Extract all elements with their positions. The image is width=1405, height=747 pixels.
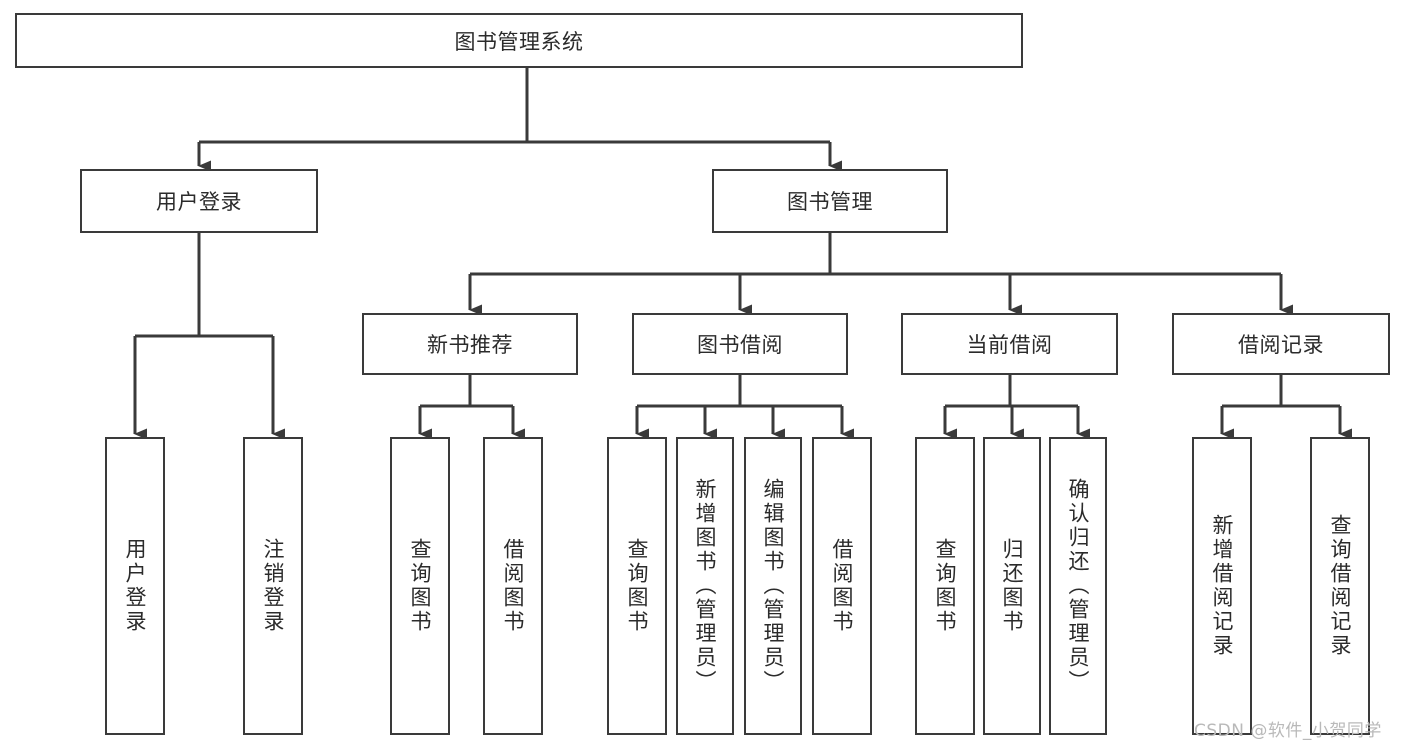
node-leaf-borrow-book-recommend[interactable]: 借阅图书 [483,437,543,735]
node-label: 确认归还（管理员） [1066,478,1091,694]
node-book-borrow[interactable]: 图书借阅 [632,313,848,375]
node-label: 用户登录 [156,190,242,214]
node-label: 注销登录 [261,538,286,634]
node-user-login[interactable]: 用户登录 [80,169,318,233]
node-label: 当前借阅 [966,333,1053,357]
node-label: 新书推荐 [427,333,513,357]
node-label: 借阅图书 [830,538,855,634]
node-label: 查询图书 [408,538,433,634]
node-label: 图书管理 [787,190,873,214]
node-leaf-add-borrow-record[interactable]: 新增借阅记录 [1192,437,1252,735]
node-label: 查询图书 [625,538,650,634]
node-label: 查询图书 [933,538,958,634]
node-leaf-query-book-recommend[interactable]: 查询图书 [390,437,450,735]
node-root-book-management-system[interactable]: 图书管理系统 [15,13,1023,68]
node-current-borrow[interactable]: 当前借阅 [901,313,1118,375]
node-label: 归还图书 [1000,538,1025,634]
node-label: 图书管理系统 [454,29,584,54]
csdn-watermark: CSDN @软件_小贺同学 [1194,721,1382,741]
node-label: 查询借阅记录 [1328,514,1353,658]
node-new-book-recommend[interactable]: 新书推荐 [362,313,578,375]
node-book-manage[interactable]: 图书管理 [712,169,948,233]
node-leaf-query-book-current[interactable]: 查询图书 [915,437,975,735]
node-leaf-query-book-borrow[interactable]: 查询图书 [607,437,667,735]
node-label: 借阅图书 [501,538,526,634]
node-leaf-user-login[interactable]: 用户登录 [105,437,165,735]
node-label: 编辑图书（管理员） [761,478,786,694]
node-borrow-record[interactable]: 借阅记录 [1172,313,1390,375]
node-leaf-logout-login[interactable]: 注销登录 [243,437,303,735]
node-leaf-return-book[interactable]: 归还图书 [983,437,1041,735]
node-label: 新增图书（管理员） [693,478,718,694]
node-leaf-edit-book-admin[interactable]: 编辑图书（管理员） [744,437,802,735]
node-leaf-confirm-return-admin[interactable]: 确认归还（管理员） [1049,437,1107,735]
node-label: 图书借阅 [697,333,783,357]
node-label: 用户登录 [123,538,148,634]
node-leaf-query-borrow-record[interactable]: 查询借阅记录 [1310,437,1370,735]
node-leaf-add-book-admin[interactable]: 新增图书（管理员） [676,437,734,735]
node-label: 借阅记录 [1238,333,1324,357]
node-leaf-borrow-book-borrow[interactable]: 借阅图书 [812,437,872,735]
node-label: 新增借阅记录 [1210,514,1235,658]
